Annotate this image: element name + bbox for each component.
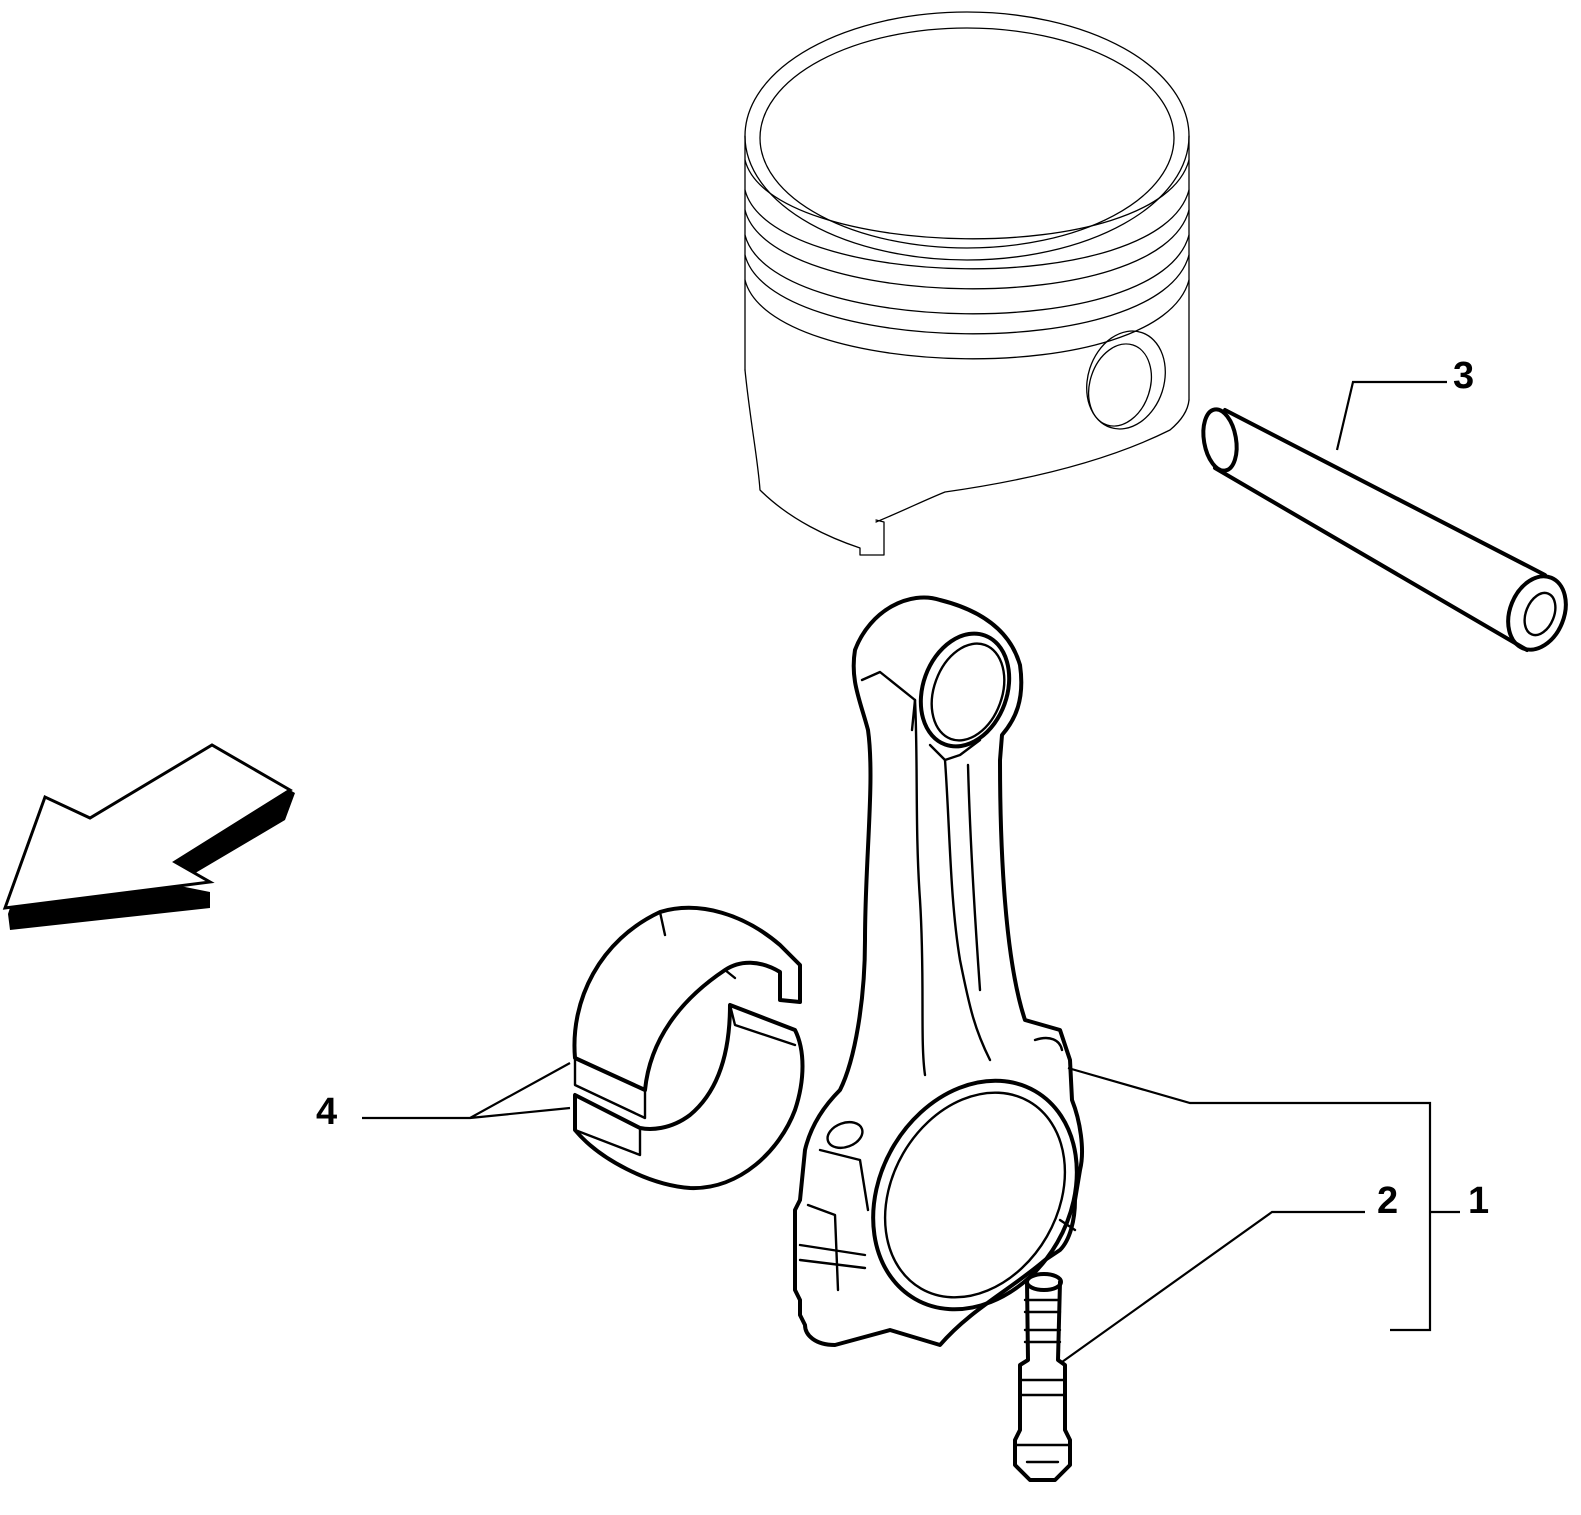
connecting-rod-bolt	[1013, 1272, 1072, 1482]
callout-label-4: 4	[316, 1091, 337, 1133]
callout-label-1: 1	[1468, 1180, 1489, 1222]
piston	[744, 11, 1190, 556]
connecting-rod	[793, 595, 1084, 1347]
arrow-down-left-icon	[2, 743, 295, 930]
callout-label-3: 3	[1453, 355, 1474, 397]
leader-lines	[362, 380, 1460, 1363]
callout-label-2: 2	[1377, 1180, 1398, 1222]
bearing-shells	[572, 905, 805, 1191]
piston-pin	[1201, 407, 1568, 652]
